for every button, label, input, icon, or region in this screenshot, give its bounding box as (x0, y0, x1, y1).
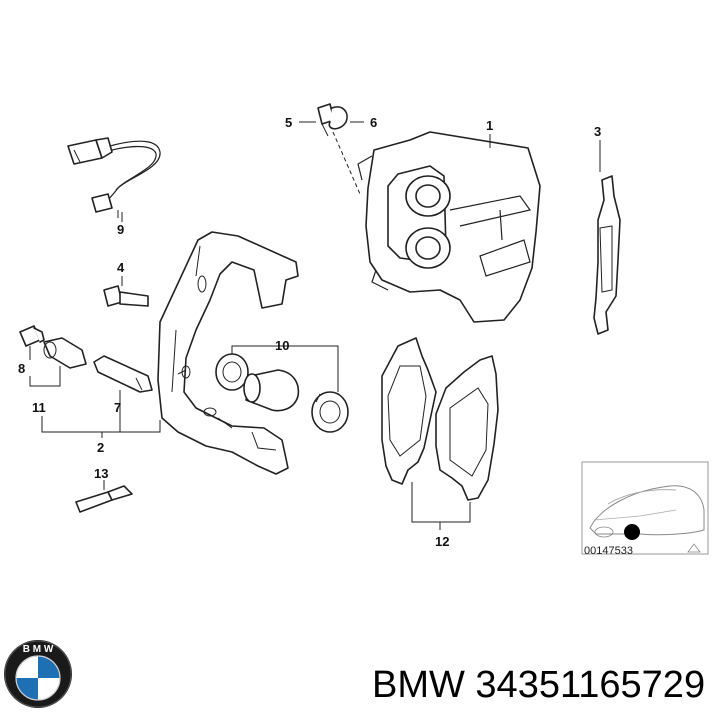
callout-12: 12 (435, 534, 449, 549)
callout-9: 9 (117, 222, 124, 237)
callout-2: 2 (97, 440, 104, 455)
part-4-guide-bolt (103, 285, 149, 307)
part-2-caliper-carrier (157, 231, 299, 475)
part-10-piston-and-seal (215, 353, 349, 433)
callout-11: 11 (32, 400, 46, 415)
location-thumbnail: 00147533 (581, 461, 709, 557)
callout-7: 7 (114, 400, 121, 415)
part-12-brake-pads (381, 337, 499, 501)
callout-1: 1 (486, 118, 493, 133)
part-11-guide-sleeve (43, 337, 87, 369)
bmw-logo: B M W (4, 640, 72, 708)
callout-5: 5 (285, 115, 292, 130)
part-3-retaining-spring (593, 175, 621, 335)
part-7-guide-pin (93, 355, 153, 393)
part-5-6-bleeder-valve (317, 103, 361, 195)
callout-10: 10 (275, 338, 289, 353)
bmw-logo-letters: B M W (23, 644, 54, 655)
callout-6: 6 (370, 115, 377, 130)
part-1-brake-caliper (357, 131, 541, 323)
part-13-grease-tube (75, 485, 133, 513)
callout-3: 3 (594, 124, 601, 139)
part-number-caption: BMW 34351165729 (372, 664, 706, 706)
callout-13: 13 (94, 466, 108, 481)
thumbnail-ref-code: 00147533 (584, 545, 633, 557)
callout-4: 4 (117, 260, 125, 275)
location-marker-dot (624, 524, 640, 540)
callout-8: 8 (18, 361, 25, 376)
part-9-brake-wear-sensor (67, 137, 161, 218)
part-8-guide-boot (19, 325, 45, 347)
callout-labels: 1 2 3 4 5 6 7 8 9 10 11 12 13 (18, 115, 601, 549)
leader-lines (29, 121, 601, 530)
